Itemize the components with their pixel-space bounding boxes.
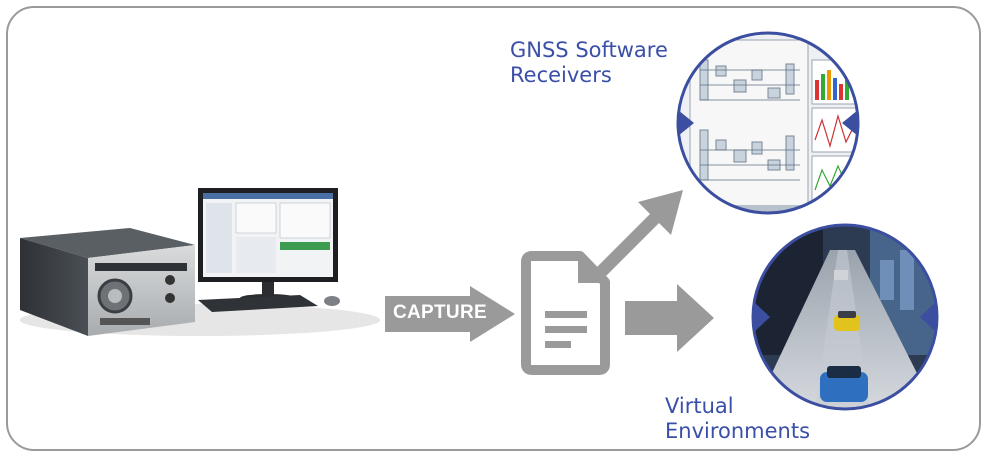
virtual-road-scene	[751, 223, 939, 411]
virtual-label-line1: Virtual	[665, 394, 734, 418]
signal-generator-workstation-illustration	[20, 188, 380, 336]
document-icon	[521, 251, 610, 375]
gnss-label-line2: Receivers	[510, 63, 612, 87]
capture-label: CAPTURE	[393, 302, 487, 323]
arrow-to-gnss	[597, 190, 683, 276]
arrow-to-virtual	[625, 284, 714, 352]
gnss-software-receivers-label: GNSS Software Receivers	[510, 38, 668, 88]
virtual-label-line2: Environments	[665, 419, 811, 443]
car-yellow	[834, 311, 860, 331]
diagram-frame	[6, 6, 981, 451]
virtual-environments-label: Virtual Environments	[665, 394, 810, 444]
car-blue	[820, 366, 868, 402]
software-receiver-screenshot	[676, 31, 860, 215]
gnss-label-line1: GNSS Software	[510, 38, 668, 62]
capture-arrow	[385, 286, 515, 342]
